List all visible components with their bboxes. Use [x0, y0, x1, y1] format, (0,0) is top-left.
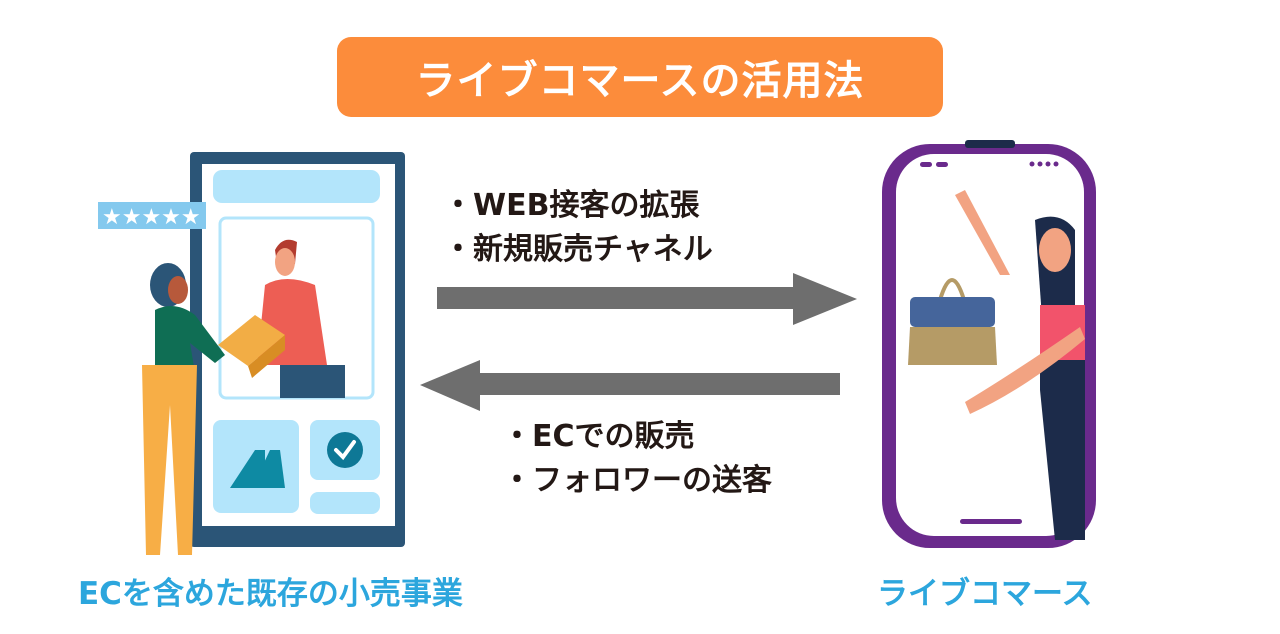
title-banner: ライブコマースの活用法 — [337, 37, 943, 117]
right-label: ライブコマース — [877, 576, 1093, 612]
forward-arrow — [437, 273, 857, 325]
backward-arrow — [420, 360, 840, 411]
backward-list: ・ECでの販売 ・フォロワーの送客 — [502, 415, 772, 503]
title-text: ライブコマースの活用法 — [415, 58, 865, 104]
forward-list: ・WEB接客の拡張 ・新規販売チャネル — [443, 184, 713, 272]
backward-item: ・ECでの販売 — [502, 419, 695, 454]
rating-stars-icon: ★★★★★ — [102, 205, 201, 230]
live-commerce-illustration — [882, 140, 1096, 548]
forward-item: ・WEB接客の拡張 — [443, 188, 700, 223]
check-icon — [327, 432, 363, 468]
svg-text:★★★★★: ★★★★★ — [102, 205, 201, 230]
left-label: ECを含めた既存の小売事業 — [78, 576, 463, 612]
handbag-icon — [908, 278, 997, 365]
forward-item: ・新規販売チャネル — [443, 232, 713, 267]
retail-illustration: ★★★★★ — [98, 152, 405, 555]
package-icon — [218, 315, 285, 366]
boot-icon — [230, 450, 285, 488]
backward-item: ・フォロワーの送客 — [502, 463, 772, 498]
